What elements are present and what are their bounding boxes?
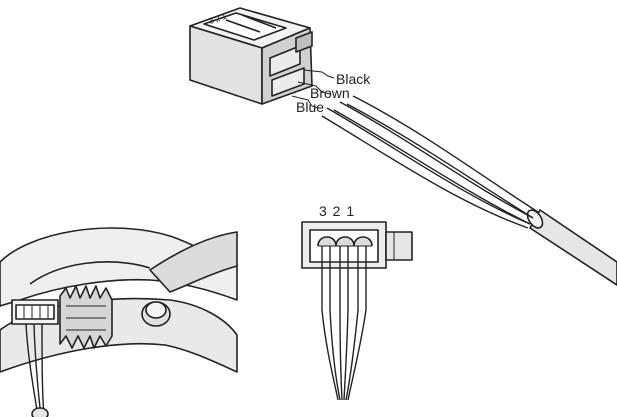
label-leader-lines: [291, 69, 335, 109]
pliers-crimping-illustration: [0, 227, 238, 417]
top-connector-illustration: 3 2 1 Black Brown Blue: [189, 7, 617, 286]
wire-bundle: [321, 95, 539, 229]
front-view-wires: [321, 246, 367, 401]
connector-front-view-illustration: 3 2 1: [301, 203, 413, 401]
cable-sheath: [526, 208, 617, 286]
front-view-pin-numbers: 3 2 1: [319, 203, 355, 219]
connector-body: [189, 7, 313, 105]
label-brown: Brown: [310, 85, 350, 101]
label-black: Black: [336, 71, 371, 87]
label-blue: Blue: [296, 99, 324, 115]
